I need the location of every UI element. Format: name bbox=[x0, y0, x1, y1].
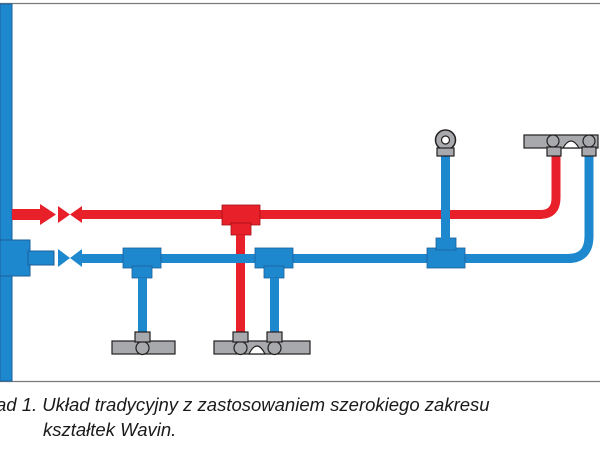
valve-icon bbox=[70, 249, 82, 267]
cold-elbow-pipe bbox=[567, 156, 594, 263]
hot-main-pipe bbox=[80, 210, 542, 219]
cold-drop-pipe-1 bbox=[138, 278, 147, 335]
tee-fitting-icon bbox=[254, 247, 294, 269]
tap-outlet-icon bbox=[434, 129, 457, 157]
hot-drop-pipe bbox=[236, 235, 245, 335]
elbow-fitting-icon bbox=[213, 331, 311, 356]
riser-tee-branch bbox=[27, 250, 55, 266]
cold-tee-neck-up bbox=[435, 237, 457, 251]
elbow-fitting-icon bbox=[523, 134, 599, 157]
caption-line-2: kształtek Wavin. bbox=[43, 419, 177, 440]
riser-tee-fitting bbox=[0, 239, 31, 277]
cold-tee-neck bbox=[131, 265, 153, 279]
pipe-system-diagram bbox=[0, 2, 600, 383]
valve-icon bbox=[70, 206, 82, 223]
tee-fitting-icon bbox=[221, 204, 261, 226]
hot-elbow-pipe bbox=[539, 156, 561, 219]
main-riser-pipe bbox=[0, 3, 13, 382]
cold-main-pipe bbox=[80, 254, 572, 263]
valve-icon bbox=[58, 249, 70, 267]
hot-inlet-arrow bbox=[40, 204, 56, 225]
caption-line-1: ad 1. Układ tradycyjny z zastosowaniem s… bbox=[0, 394, 490, 415]
figure-caption: ad 1. Układ tradycyjny z zastosowaniem s… bbox=[0, 392, 600, 442]
elbow-fitting-icon bbox=[111, 331, 176, 356]
cold-rise-pipe bbox=[441, 154, 450, 239]
hot-tee-neck bbox=[230, 222, 252, 236]
tee-fitting-icon bbox=[426, 247, 466, 269]
cold-tee-neck bbox=[263, 265, 285, 279]
tee-fitting-icon bbox=[122, 247, 162, 269]
hot-inlet-stub bbox=[12, 209, 42, 220]
valve-icon bbox=[58, 206, 70, 223]
cold-drop-pipe-2 bbox=[270, 278, 279, 335]
